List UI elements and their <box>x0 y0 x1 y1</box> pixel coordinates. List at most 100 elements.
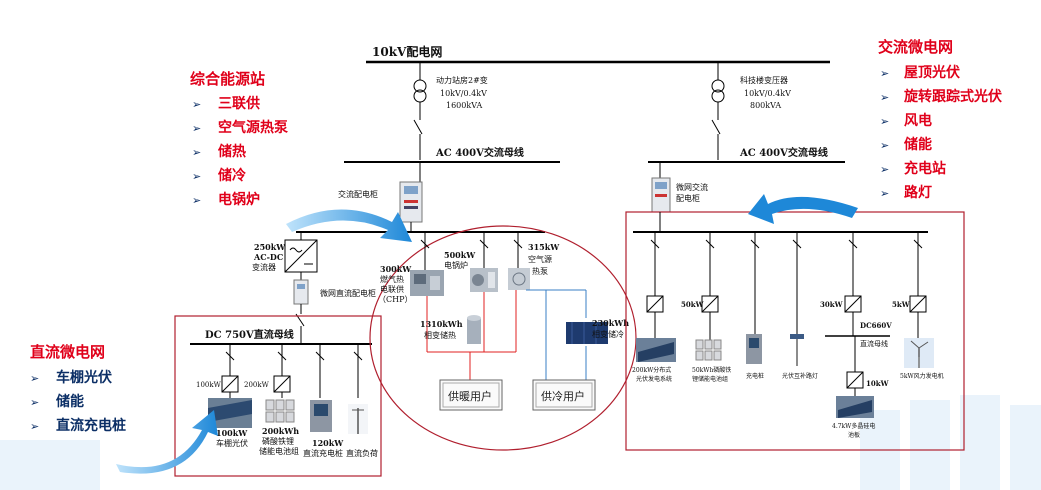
right-charger-image <box>746 334 762 364</box>
dc-load-lamp-image <box>348 404 368 434</box>
dc-converters <box>221 375 291 398</box>
acdc-name: 变流器 <box>252 262 276 272</box>
pv-tracking-line1: 200kW分布式 <box>632 366 671 374</box>
battery-200kw-rating: 200kW <box>244 381 270 389</box>
chp-capacity: 300kW <box>380 264 412 274</box>
cold-storage-image <box>566 322 608 344</box>
charger-120kw-capacity: 120kW <box>312 438 344 448</box>
dc660v-line2: 直流母线 <box>860 339 888 348</box>
dc-charger-image <box>310 400 332 432</box>
right-transformer <box>711 62 725 160</box>
right-branches <box>650 232 923 334</box>
legend-energy-station-bullet-1: ➢ <box>192 98 201 111</box>
battery-200kw-line2: 储能电池组 <box>259 446 299 456</box>
energy-station-branches <box>420 232 523 270</box>
legend-dc-item-2: 储能 <box>55 393 84 410</box>
chp-line2: 电联供 <box>380 284 404 294</box>
dc-load-label: 直流负荷 <box>346 448 378 458</box>
legend-ac-bullet-3: ➢ <box>880 115 889 128</box>
heat-storage-capacity: 1310kWh <box>420 319 463 329</box>
legend-ac-item-6: 路灯 <box>904 184 932 201</box>
legend-energy-station-bullet-3: ➢ <box>192 146 201 159</box>
right-converters <box>646 290 927 340</box>
legend-ac-item-1: 屋顶光伏 <box>904 64 960 81</box>
legend-ac-title: 交流微电网 <box>878 38 953 56</box>
cooling-user-box <box>532 379 596 411</box>
right-transformer-capacity: 800kVA <box>750 101 781 110</box>
pv-100kw-rating: 100kW <box>196 381 222 389</box>
legend-ac-bullet-5: ➢ <box>880 163 889 176</box>
right-battery-image <box>695 339 722 361</box>
cold-storage-capacity: 230kWh <box>592 318 629 328</box>
chp-line3: （CHP） <box>378 295 412 304</box>
electric-boiler-image <box>470 268 498 292</box>
heat-pipes <box>426 290 517 380</box>
heating-user-label: 供暖用户 <box>448 389 492 403</box>
legend-dc-item-3: 直流充电桩 <box>56 417 126 434</box>
legend-ac-microgrid: 交流微电网 ➢ 屋顶光伏 ➢ 旋转跟踪式光伏 ➢ 风电 ➢ 储能 ➢ 充电站 ➢… <box>878 38 1002 201</box>
pv-100kw-label: 车棚光伏 <box>216 438 248 448</box>
acdc-converter-icon <box>284 232 318 280</box>
battery-200kw-line1: 磷酸铁锂 <box>262 436 294 446</box>
streetlight-image <box>790 334 804 366</box>
right-transformer-name: 科技楼变压器 <box>740 75 788 85</box>
chp-unit-image <box>410 270 444 296</box>
streetlight-label: 光伏互补路灯 <box>782 372 818 380</box>
dc-branches <box>225 344 363 398</box>
legend-energy-station-bullet-2: ➢ <box>192 122 201 135</box>
right-charger-label: 充电桩 <box>746 372 764 380</box>
charger-120kw-label: 直流充电桩 <box>303 448 343 458</box>
legend-ac-bullet-2: ➢ <box>880 91 889 104</box>
heat-storage-image <box>467 315 481 344</box>
wind-rating: 5kW <box>892 300 910 309</box>
heatpump-capacity: 315kW <box>528 242 560 252</box>
legend-energy-station-item-1: 三联供 <box>218 95 260 112</box>
legend-energy-station-item-4: 储冷 <box>217 167 246 184</box>
right-battery-rating: 50kW <box>681 300 704 309</box>
heating-user-box <box>439 379 503 411</box>
small-pv-line1: 4.7kW多晶硅电 <box>832 422 875 430</box>
battery-200kw-capacity: 200kWh <box>262 426 299 436</box>
legend-ac-item-3: 风电 <box>904 112 932 129</box>
arrow-dc-microgrid <box>116 410 218 474</box>
right-transformer-ratio: 10kV/0.4kV <box>744 89 791 98</box>
legend-energy-station-item-2: 空气源热泵 <box>218 119 288 136</box>
legend-ac-bullet-6: ➢ <box>880 187 889 200</box>
cooling-user-label: 供冷用户 <box>541 389 585 403</box>
legend-ac-bullet-4: ➢ <box>880 139 889 152</box>
ac-microgrid-frame <box>625 211 965 451</box>
battery-packs-image <box>265 399 295 423</box>
legend-ac-bullet-1: ➢ <box>880 67 889 80</box>
small-pv-image <box>836 396 874 418</box>
boiler-label: 电锅炉 <box>444 260 468 270</box>
pv-100kw-label-top: 100kW <box>216 428 248 438</box>
arrow-ac-microgrid <box>748 194 858 224</box>
legend-energy-station-title: 综合能源站 <box>190 70 265 88</box>
left-transformer-name: 动力站房2#变 <box>436 75 488 85</box>
legend-energy-station-item-3: 储热 <box>217 143 246 160</box>
legend-dc-title: 直流微电网 <box>30 343 105 361</box>
acdc-type: AC-DC <box>253 252 283 262</box>
legend-dc-item-1: 车棚光伏 <box>56 369 112 386</box>
chp-line1: 燃气热 <box>380 274 404 284</box>
wind-turbine-image <box>904 338 934 368</box>
left-ac-bus-label: AC 400V交流母线 <box>435 146 524 159</box>
pv-tracking-line2: 光伏发电系统 <box>636 375 672 383</box>
right-cabinet-line2: 配电柜 <box>676 193 700 203</box>
legend-ac-item-5: 充电站 <box>904 160 946 177</box>
watermark-bg <box>0 395 1041 490</box>
right-battery-line1: 50kWh磷酸铁 <box>692 366 731 374</box>
legend-energy-station-item-5: 电锅炉 <box>218 191 260 208</box>
boiler-capacity: 500kW <box>444 250 476 260</box>
right-cabinet-icon <box>651 177 671 213</box>
dc-cabinet-icon <box>293 279 309 305</box>
heat-storage-label: 相变储热 <box>424 330 456 340</box>
left-transformer-ratio: 10kV/0.4kV <box>440 89 487 98</box>
main-bus-label: 10kV配电网 <box>372 44 442 59</box>
heatpump-line2: 热泵 <box>532 266 548 276</box>
small-pv-line2: 池板 <box>848 431 860 439</box>
heat-pump-image <box>508 268 530 290</box>
right-cabinet-line1: 微网交流 <box>676 182 708 192</box>
dc-cabinet-label: 微网直流配电柜 <box>320 288 376 298</box>
ac-cabinet-icon <box>399 181 423 223</box>
